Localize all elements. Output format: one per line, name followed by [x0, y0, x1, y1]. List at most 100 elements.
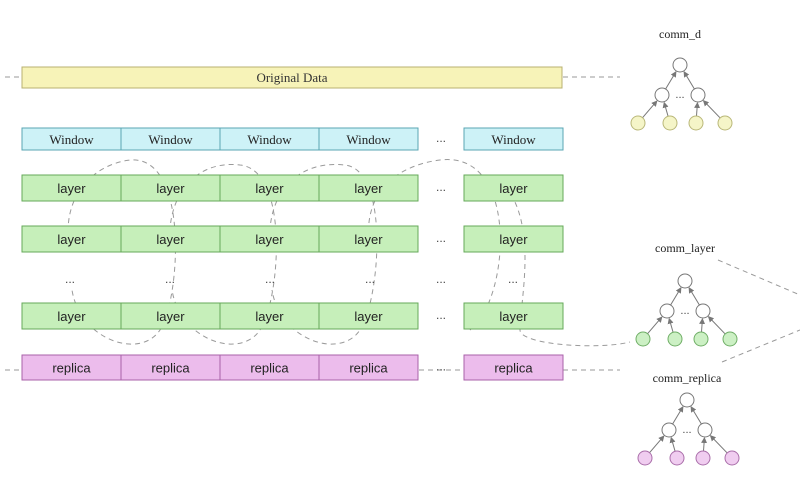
tree-label: comm_layer	[655, 241, 715, 255]
tree-edge	[669, 436, 676, 452]
layer-row-cell-label: layer	[499, 309, 528, 324]
tree-edge	[672, 406, 684, 425]
vertical-ellipsis: ...	[65, 272, 75, 286]
layer-row-cell	[318, 174, 419, 202]
layer-row-cell-label: layer	[354, 232, 383, 247]
tree-leaf-node	[693, 331, 709, 347]
layer-row-cell-label: layer	[57, 232, 86, 247]
replica-row-ellipsis: ...	[436, 360, 446, 374]
tree-edge	[694, 101, 701, 117]
layer-row-ellipsis: ...	[436, 231, 446, 245]
original-data-label: Original Data	[256, 70, 327, 85]
layer-row-cell	[463, 302, 564, 330]
layer-row-cell	[219, 302, 320, 330]
tree-edge	[667, 317, 674, 333]
tree-edge	[683, 71, 695, 90]
layer-row-cell-label: layer	[156, 232, 185, 247]
tree-inner-node	[661, 422, 677, 438]
replica-row-cell	[318, 354, 419, 381]
tree-inner-node	[697, 422, 713, 438]
layer-row: layer layer layer layer layer...	[21, 174, 564, 202]
tree-label: comm_replica	[653, 371, 722, 385]
tree-edge	[690, 406, 702, 425]
window-row-cell-label: Window	[491, 132, 536, 147]
tree-leaf-node	[688, 115, 704, 131]
tree-comm-replica: comm_replica...	[637, 371, 740, 466]
tree-leaf-node	[669, 450, 685, 466]
window-row-cell-label: Window	[49, 132, 94, 147]
layer-row-cell	[318, 225, 419, 253]
layer-row-cell-label: layer	[57, 309, 86, 324]
layer-row-cell-label: layer	[156, 309, 185, 324]
layer-row-cell	[463, 174, 564, 202]
tree-leaf-node	[635, 331, 651, 347]
layer-row-cell	[463, 225, 564, 253]
tree-root-node	[679, 392, 695, 408]
vertical-ellipsis: ...	[265, 272, 275, 286]
layer-row-cell	[21, 174, 122, 202]
tree-inner-node	[690, 87, 706, 103]
window-row-cell-label: Window	[148, 132, 193, 147]
window-row-cell	[318, 127, 419, 151]
tree-inner-node	[659, 303, 675, 319]
tree-ellipsis: ...	[675, 89, 684, 101]
layer-row-cell-label: layer	[255, 232, 284, 247]
tree-edge	[670, 287, 682, 306]
tree-inner-node	[695, 303, 711, 319]
layer-row-cell-label: layer	[57, 181, 86, 196]
tree-edge	[665, 71, 677, 90]
window-row-cell-label: Window	[247, 132, 292, 147]
vertical-ellipsis: ...	[365, 272, 375, 286]
tree-edge	[649, 435, 665, 454]
tree-edge	[709, 435, 728, 454]
vertical-ellipsis: ...	[165, 272, 175, 286]
layer-row-ellipsis: ...	[436, 180, 446, 194]
layer-row-cell-label: layer	[499, 181, 528, 196]
replica-row-cell-label: replica	[349, 361, 388, 376]
layer-row: layer layer layer layer layer...	[21, 302, 564, 330]
window-row-cell	[463, 127, 564, 151]
tree-edge	[702, 100, 721, 119]
window-row: Window Window Window Window Window...	[21, 127, 564, 151]
tree-edge	[701, 436, 708, 452]
tree-leaf-node	[667, 331, 683, 347]
tree-label: comm_d	[659, 27, 701, 41]
layer-row-cell	[219, 174, 320, 202]
tree-comm-layer: comm_layer...	[635, 241, 738, 347]
replica-row-cell-label: replica	[250, 361, 289, 376]
vertical-ellipsis: ...	[508, 272, 518, 286]
window-row-cell-label: Window	[346, 132, 391, 147]
layer-row-cell	[318, 302, 419, 330]
tree-edge	[662, 101, 669, 117]
tree-leaf-node	[724, 450, 740, 466]
layer-row-cell	[21, 225, 122, 253]
tree-comm-d: comm_d...	[630, 27, 733, 131]
layer-row-cell-label: layer	[354, 181, 383, 196]
layer-row-cell	[120, 225, 221, 253]
tree-root-node	[677, 273, 693, 289]
layer-row-cell	[219, 225, 320, 253]
tree-leaf-node	[695, 450, 711, 466]
replica-row-cell-label: replica	[52, 361, 91, 376]
tree-ellipsis: ...	[680, 305, 689, 317]
layer-row-cell-label: layer	[255, 309, 284, 324]
layer-row-cell-label: layer	[354, 309, 383, 324]
layer-row-cell-label: layer	[156, 181, 185, 196]
layer-row: layer layer layer layer layer...	[21, 225, 564, 253]
tree-leaf-node	[662, 115, 678, 131]
tree-inner-node	[654, 87, 670, 103]
tree-ellipsis: ...	[682, 424, 691, 436]
tree-leaf-node	[637, 450, 653, 466]
tree-leaf-node	[722, 331, 738, 347]
window-row-ellipsis: ...	[436, 131, 446, 145]
replica-row-cell	[463, 354, 564, 381]
layer-row-cell-label: layer	[499, 232, 528, 247]
tree-edge	[642, 100, 658, 119]
replica-row-cell-label: replica	[494, 361, 533, 376]
layer-row-ellipsis: ...	[436, 308, 446, 322]
tree-edge	[707, 316, 726, 335]
layer-row-cell-label: layer	[255, 181, 284, 196]
